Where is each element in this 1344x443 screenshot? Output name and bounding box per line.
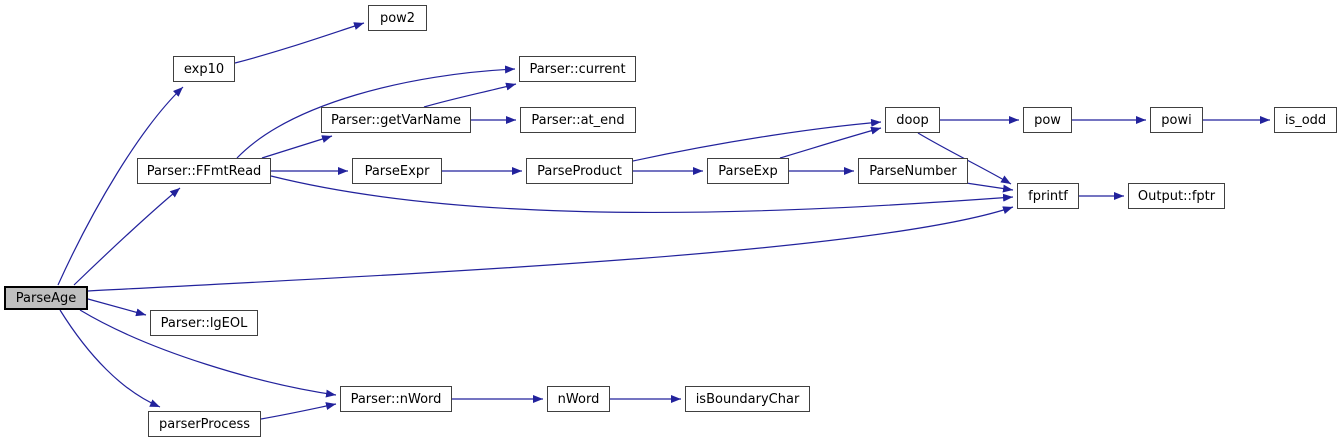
edge-parser-ffmt-read-to-parser-get-var-name — [261, 135, 333, 159]
edge-parse-age-to-exp10 — [57, 86, 184, 286]
node-parser-lg-eol[interactable]: Parser::lgEOL — [150, 310, 258, 336]
node-parse-exp[interactable]: ParseExp — [707, 158, 789, 184]
node-parser-current[interactable]: Parser::current — [519, 56, 636, 82]
edge-parse-age-to-parser-n-word — [79, 309, 337, 398]
edge-parser-process-to-parser-n-word — [260, 402, 337, 420]
node-pow2[interactable]: pow2 — [368, 5, 427, 31]
node-parser-n-word[interactable]: Parser::nWord — [340, 386, 452, 412]
node-fprintf[interactable]: fprintf — [1017, 183, 1079, 209]
edge-parse-age-to-parser-ffmt-read — [73, 187, 181, 286]
edge-parser-get-var-name-to-parser-current — [423, 82, 517, 108]
node-parse-product[interactable]: ParseProduct — [526, 158, 633, 184]
edge-exp10-to-pow2 — [234, 22, 365, 64]
node-pow[interactable]: pow — [1023, 107, 1072, 133]
edge-parse-age-to-parser-lg-eol — [87, 298, 147, 317]
node-parse-number[interactable]: ParseNumber — [858, 158, 968, 184]
node-n-word[interactable]: nWord — [547, 386, 610, 412]
node-powi[interactable]: powi — [1150, 107, 1203, 133]
node-parser-get-var-name[interactable]: Parser::getVarName — [321, 107, 471, 133]
node-exp10[interactable]: exp10 — [173, 56, 235, 82]
edges-group — [57, 22, 1270, 420]
node-parser-process[interactable]: parserProcess — [148, 411, 261, 437]
edge-parse-number-to-fprintf — [965, 182, 1014, 193]
edge-parse-age-to-fprintf — [87, 206, 1014, 292]
edge-parser-ffmt-read-to-fprintf — [270, 175, 1014, 214]
node-parse-expr[interactable]: ParseExpr — [352, 158, 442, 184]
edge-parser-ffmt-read-to-parser-current — [236, 65, 516, 159]
edge-parse-exp-to-doop — [779, 126, 882, 159]
edge-parse-age-to-parser-process — [59, 309, 161, 408]
node-parse-age[interactable]: ParseAge — [4, 286, 88, 310]
node-parser-at-end[interactable]: Parser::at_end — [520, 107, 636, 133]
node-is-odd[interactable]: is_odd — [1274, 107, 1337, 133]
node-parser-ffmt-read[interactable]: Parser::FFmtRead — [137, 158, 271, 184]
node-doop[interactable]: doop — [885, 107, 940, 133]
edge-parse-product-to-doop — [632, 118, 882, 162]
node-is-boundary-char[interactable]: isBoundaryChar — [685, 386, 810, 412]
node-output-fptr[interactable]: Output::fptr — [1128, 183, 1225, 209]
